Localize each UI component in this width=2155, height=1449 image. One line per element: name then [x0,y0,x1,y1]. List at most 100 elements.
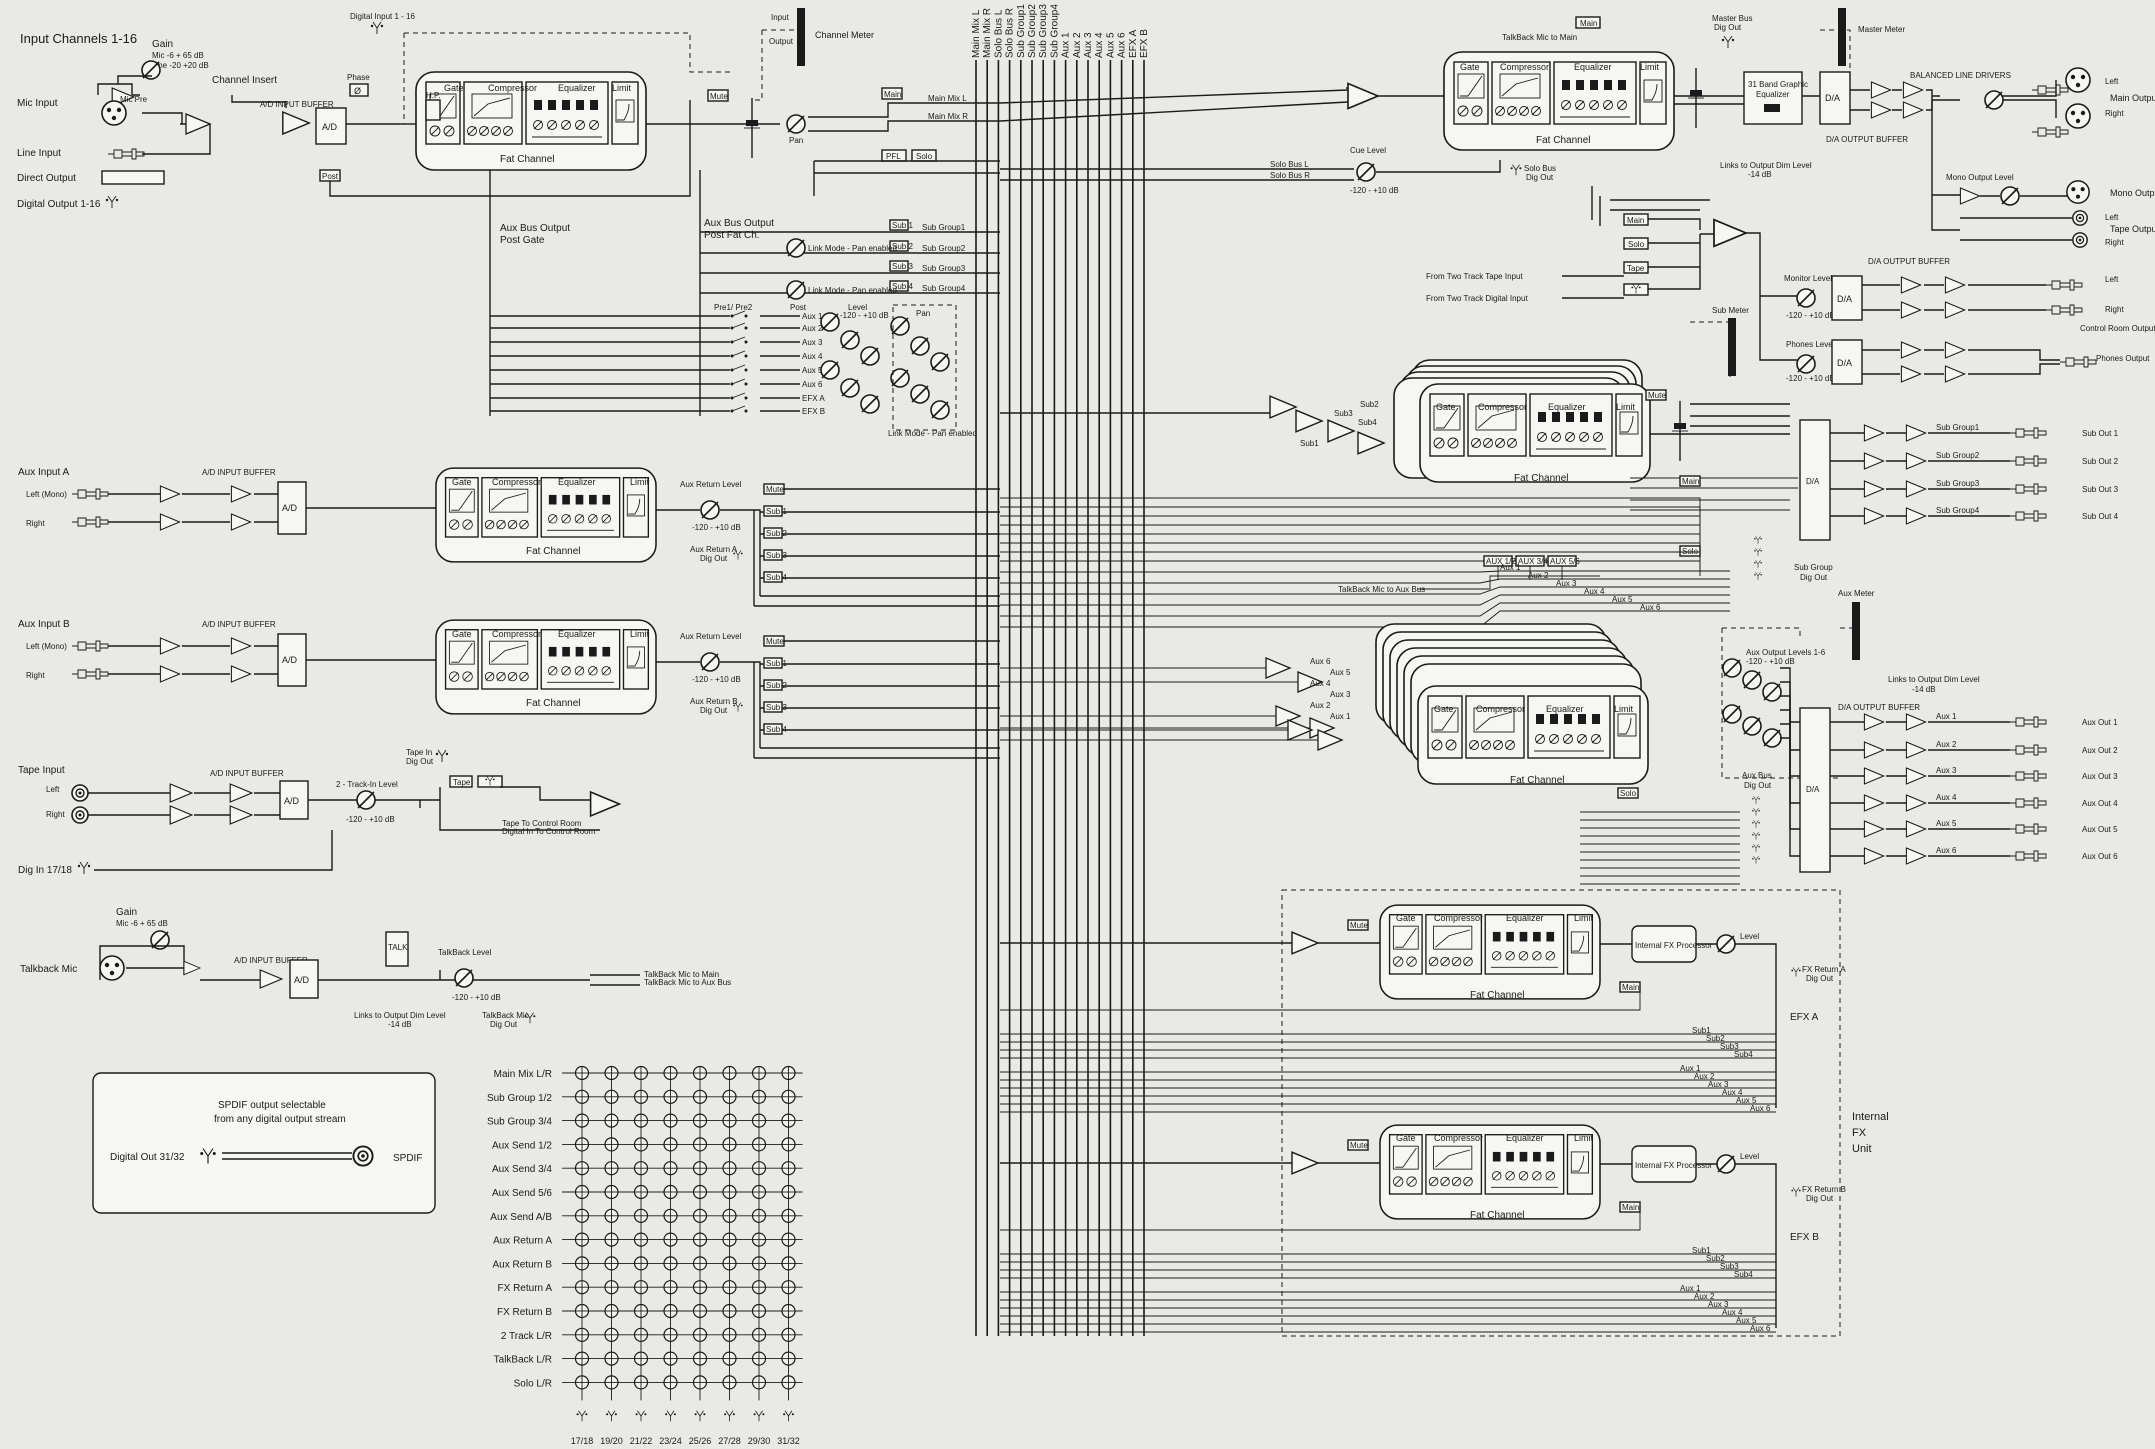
matrix-node-1-4[interactable] [692,1089,708,1104]
matrix-node-0-3[interactable] [663,1065,678,1081]
matrix-node-4-1[interactable] [604,1161,619,1176]
matrix-node-2-6[interactable] [751,1113,767,1128]
aux-return-level-knob-0[interactable] [700,500,720,520]
matrix-node-7-7[interactable] [781,1232,796,1247]
matrix-node-4-4[interactable] [692,1161,708,1176]
matrix-node-4-0[interactable] [574,1161,590,1176]
matrix-node-3-2[interactable] [633,1137,649,1152]
matrix-node-12-1[interactable] [604,1351,619,1366]
matrix-node-2-4[interactable] [692,1113,708,1128]
matrix-node-8-6[interactable] [751,1256,767,1271]
matrix-node-0-6[interactable] [751,1065,767,1081]
track-in-level-knob[interactable] [356,790,376,810]
aux-send-switch-3[interactable] [730,350,748,358]
cue-level-knob[interactable] [1356,162,1376,182]
matrix-node-11-2[interactable] [633,1327,649,1342]
aux-send-knob-10[interactable] [910,384,930,404]
aux-send-knob-5[interactable] [860,394,880,414]
matrix-node-1-6[interactable] [751,1089,767,1104]
matrix-node-13-4[interactable] [692,1375,708,1390]
matrix-node-8-4[interactable] [692,1256,708,1271]
matrix-node-8-7[interactable] [781,1256,796,1271]
aux-send-switch-2[interactable] [730,336,748,344]
matrix-node-1-5[interactable] [722,1089,737,1104]
matrix-node-6-0[interactable] [574,1208,590,1223]
matrix-node-5-5[interactable] [722,1184,737,1200]
aux-send-knob-9[interactable] [890,368,910,388]
link-mode-knob-1[interactable] [786,238,806,258]
matrix-node-7-2[interactable] [633,1232,649,1247]
matrix-node-3-7[interactable] [781,1137,796,1152]
matrix-node-9-5[interactable] [722,1280,737,1295]
matrix-node-8-3[interactable] [663,1256,678,1271]
matrix-node-3-5[interactable] [722,1137,737,1152]
matrix-node-12-5[interactable] [722,1351,737,1366]
matrix-node-2-3[interactable] [663,1113,678,1128]
matrix-node-10-6[interactable] [751,1303,767,1319]
matrix-node-12-4[interactable] [692,1351,708,1366]
matrix-node-7-4[interactable] [692,1232,708,1247]
aux-output-level-knob-1[interactable] [1742,670,1762,690]
matrix-node-1-3[interactable] [663,1089,678,1104]
matrix-node-6-6[interactable] [751,1208,767,1223]
aux-output-level-knob-5[interactable] [1762,728,1782,748]
matrix-node-5-1[interactable] [604,1184,619,1200]
matrix-node-11-0[interactable] [574,1327,590,1342]
aux-send-knob-6[interactable] [890,316,910,336]
matrix-node-12-7[interactable] [781,1351,796,1366]
aux-send-switch-5[interactable] [730,378,748,386]
matrix-node-0-5[interactable] [722,1065,737,1081]
aux-send-switch-7[interactable] [730,405,748,413]
matrix-node-9-2[interactable] [633,1280,649,1295]
matrix-node-11-1[interactable] [604,1327,619,1342]
matrix-node-9-0[interactable] [574,1280,590,1295]
master-output-trim-knob[interactable] [1984,90,2004,110]
matrix-node-7-1[interactable] [604,1232,619,1247]
aux-output-level-knob-0[interactable] [1722,658,1742,678]
matrix-node-12-3[interactable] [663,1351,678,1366]
matrix-node-6-1[interactable] [604,1208,619,1223]
matrix-node-13-0[interactable] [574,1375,590,1390]
matrix-node-8-5[interactable] [722,1256,737,1271]
matrix-node-10-3[interactable] [663,1303,678,1319]
matrix-node-9-7[interactable] [781,1280,796,1295]
matrix-node-7-0[interactable] [574,1232,590,1247]
matrix-node-13-3[interactable] [663,1375,678,1390]
matrix-node-9-3[interactable] [663,1280,678,1295]
aux-output-level-knob-2[interactable] [1762,682,1782,702]
aux-send-switch-6[interactable] [730,392,748,400]
matrix-node-2-2[interactable] [633,1113,649,1128]
matrix-node-11-3[interactable] [663,1327,678,1342]
matrix-node-1-2[interactable] [633,1089,649,1104]
matrix-node-9-1[interactable] [604,1280,619,1295]
matrix-node-1-0[interactable] [574,1089,590,1104]
matrix-node-4-6[interactable] [751,1161,767,1176]
matrix-node-8-2[interactable] [633,1256,649,1271]
matrix-node-1-1[interactable] [604,1089,619,1104]
matrix-node-0-0[interactable] [574,1065,590,1081]
matrix-node-9-4[interactable] [692,1280,708,1295]
matrix-node-11-7[interactable] [781,1327,796,1342]
matrix-node-12-0[interactable] [574,1351,590,1366]
matrix-node-0-1[interactable] [604,1065,619,1081]
fx-b-level-knob[interactable] [1716,1154,1736,1174]
matrix-node-0-4[interactable] [692,1065,708,1081]
aux-send-switch-4[interactable] [730,364,748,372]
monitor-level-knob[interactable] [1796,288,1816,308]
aux-send-knob-11[interactable] [930,400,950,420]
matrix-node-11-4[interactable] [692,1327,708,1342]
matrix-node-8-1[interactable] [604,1256,619,1271]
matrix-node-12-6[interactable] [751,1351,767,1366]
matrix-node-7-6[interactable] [751,1232,767,1247]
matrix-node-0-2[interactable] [633,1065,649,1081]
phones-level-knob[interactable] [1796,354,1816,374]
aux-send-knob-8[interactable] [930,352,950,372]
matrix-node-10-1[interactable] [604,1303,619,1319]
matrix-node-4-2[interactable] [633,1161,649,1176]
matrix-node-2-5[interactable] [722,1113,737,1128]
matrix-node-11-6[interactable] [751,1327,767,1342]
matrix-node-4-7[interactable] [781,1161,796,1176]
matrix-node-5-0[interactable] [574,1184,590,1200]
matrix-node-4-5[interactable] [722,1161,737,1176]
matrix-node-7-3[interactable] [663,1232,678,1247]
